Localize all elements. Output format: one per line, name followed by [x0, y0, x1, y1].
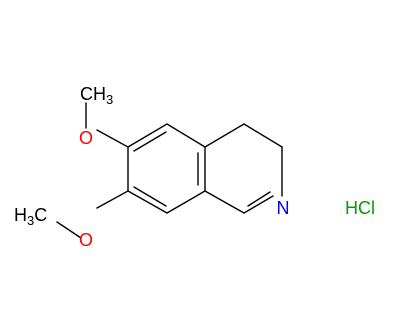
methyl-top-prefix: CH [80, 84, 106, 104]
bond-c4a-c5 [166, 123, 206, 148]
bond-c4-c3 [243, 123, 283, 148]
salt-label: HCl [345, 198, 375, 218]
bond-c1-n-a [243, 195, 274, 214]
bond-c5-c6 [127, 123, 168, 148]
bond-c7-o-bottom [96, 190, 129, 209]
bond-c8-c8a [166, 190, 206, 214]
methyl-label-left: H3C [14, 205, 47, 228]
double-bond-c7-c8 [133, 186, 167, 207]
nitrogen-atom: N [277, 198, 290, 218]
bond-c4a-c4 [204, 123, 245, 148]
bond-c6-o-top [96, 129, 129, 148]
bond-c1-n-b [247, 191, 271, 207]
bond-o-bottom-ch3 [56, 221, 82, 239]
methyl-left-subscript: 3 [27, 213, 34, 228]
bond-c8a-c1 [204, 190, 245, 214]
methyl-label-top: CH3 [80, 84, 113, 107]
double-bond-c5-c6 [133, 131, 167, 152]
methyl-left-suffix: C [34, 205, 47, 225]
bond-lines [56, 102, 283, 239]
oxygen-atom-top: O [79, 128, 93, 148]
methyl-top-subscript: 3 [106, 92, 113, 107]
methyl-left-prefix: H [14, 205, 27, 225]
bond-c7-c8 [127, 190, 168, 214]
oxygen-atom-bottom: O [79, 230, 93, 250]
